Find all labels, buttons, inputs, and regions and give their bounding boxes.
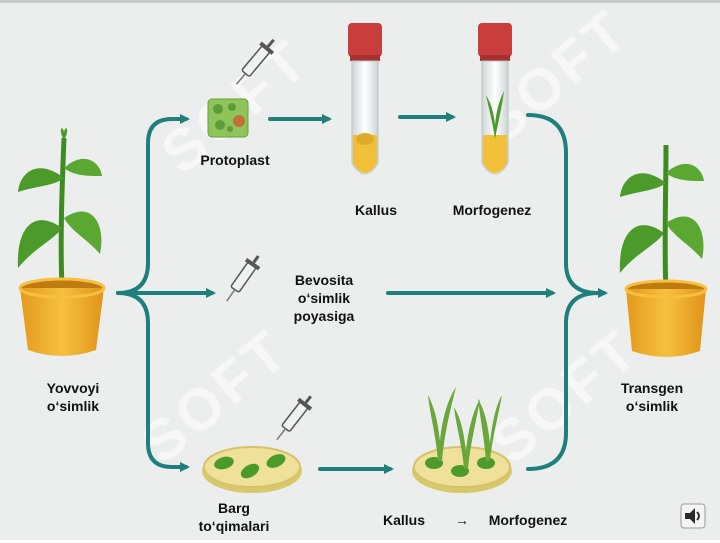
flow-diagram [17,23,708,493]
test-tube-icon [478,23,512,175]
label-leaf-pieces: Barg to‘qimalari [198,500,270,534]
syringe-icon [235,38,275,85]
plant-icon [619,144,708,357]
label-direct: Bevosita o‘simlik poyasiga [293,272,355,324]
syringe-icon [226,255,261,302]
protoplast-cells-icon [207,98,249,138]
label-kallus-top: Kallus [354,202,397,218]
branch-arrows [116,112,608,474]
plant-icon [17,128,106,356]
syringe-icon [276,395,313,441]
speaker-icon[interactable] [680,503,706,529]
petri-dish-icon [412,387,512,493]
label-morfogenez-top: Morfogenez [452,202,532,218]
arrow-to-leaf [116,291,190,472]
label-transgenic-plant: Transgen o‘simlik [620,380,684,414]
arrow-to-protoplast [116,114,190,295]
test-tube-icon [348,23,382,175]
petri-dish-icon [202,446,302,493]
label-protoplast: Protoplast [200,152,270,168]
arrow-top-join [526,113,608,298]
small-arrow: → [455,512,469,528]
label-morfogenez-bottom: Morfogenez [488,512,568,528]
label-wild-plant: Yovvoyi o‘simlik [46,380,100,414]
arrow-bottom-join [526,291,600,471]
label-kallus-bottom: Kallus [382,512,425,528]
